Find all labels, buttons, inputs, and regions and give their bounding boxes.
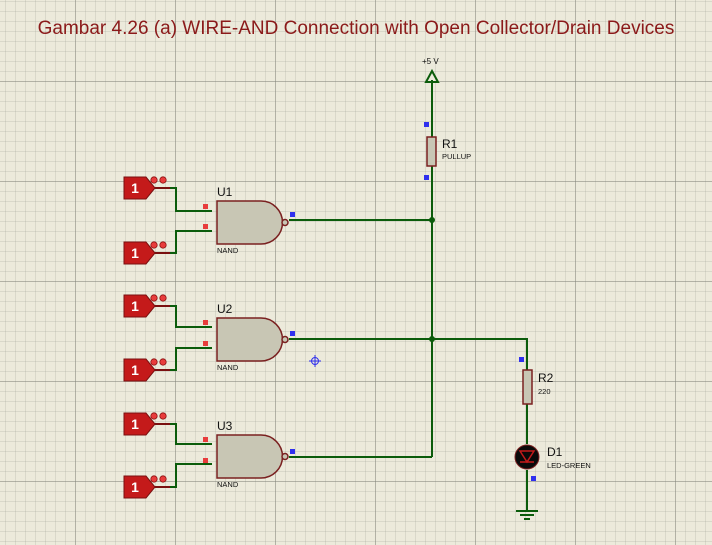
- wire-in4: [170, 347, 212, 371]
- d1-value: LED-GREEN: [547, 461, 591, 470]
- ground-symbol: [516, 510, 538, 520]
- gate-ref-label: U2: [217, 302, 233, 316]
- logic-state-value: 1: [131, 362, 139, 378]
- resistor-r1: [426, 136, 437, 167]
- logic-state-source-3[interactable]: 1: [123, 294, 170, 318]
- wire-in3: [170, 305, 212, 328]
- wire-in5: [170, 423, 212, 445]
- logic-state-source-4[interactable]: 1: [123, 358, 170, 382]
- gate-ref-label: U1: [217, 185, 233, 199]
- crosshair-cursor-icon: [309, 355, 321, 367]
- junction-dot: [429, 336, 435, 342]
- toggle-pin-icon: [150, 294, 158, 302]
- logic-state-source-6[interactable]: 1: [123, 475, 170, 499]
- power-terminal-symbol: [424, 68, 440, 83]
- toggle-pin-icon: [150, 475, 158, 483]
- r2-ref: R2: [538, 371, 554, 385]
- toggle-pin-icon: [150, 412, 158, 420]
- wire-in6: [170, 463, 212, 488]
- logic-state-source-5[interactable]: 1: [123, 412, 170, 436]
- logic-state-value: 1: [131, 298, 139, 314]
- gate-type-label: NAND: [217, 480, 239, 489]
- wire-in1: [170, 187, 212, 212]
- wire-in2: [170, 230, 212, 254]
- led-d1: [514, 444, 540, 470]
- d1-ref: D1: [547, 445, 563, 459]
- diagram-title: Gambar 4.26 (a) WIRE-AND Connection with…: [37, 18, 675, 39]
- toggle-pin-icon: [159, 358, 167, 366]
- logic-state-source-1[interactable]: 1: [123, 176, 170, 200]
- toggle-pin-icon: [159, 475, 167, 483]
- logic-state-value: 1: [131, 245, 139, 261]
- toggle-pin-icon: [150, 358, 158, 366]
- logic-state-source-2[interactable]: 1: [123, 241, 170, 265]
- logic-state-value: 1: [131, 479, 139, 495]
- toggle-pin-icon: [159, 294, 167, 302]
- logic-state-value: 1: [131, 180, 139, 196]
- gate-ref-label: U3: [217, 419, 233, 433]
- gate-type-label: NAND: [217, 363, 239, 372]
- supply-label: +5 V: [422, 57, 439, 66]
- wire-u2-out: [289, 338, 528, 370]
- logic-state-value: 1: [131, 416, 139, 432]
- pin-markers: [203, 122, 536, 481]
- toggle-pin-icon: [150, 176, 158, 184]
- gate-type-label: NAND: [217, 246, 239, 255]
- r2-value: 220: [538, 387, 551, 396]
- junction-dot: [429, 217, 435, 223]
- toggle-pin-icon: [159, 412, 167, 420]
- toggle-pin-icon: [150, 241, 158, 249]
- toggle-pin-icon: [159, 176, 167, 184]
- r1-ref: R1: [442, 137, 458, 151]
- logic-sources-layer: 1 1 1 1 1 1: [123, 176, 170, 499]
- r1-value: PULLUP: [442, 152, 471, 161]
- wires: [170, 80, 528, 511]
- resistor-r2: [522, 369, 533, 405]
- toggle-pin-icon: [159, 241, 167, 249]
